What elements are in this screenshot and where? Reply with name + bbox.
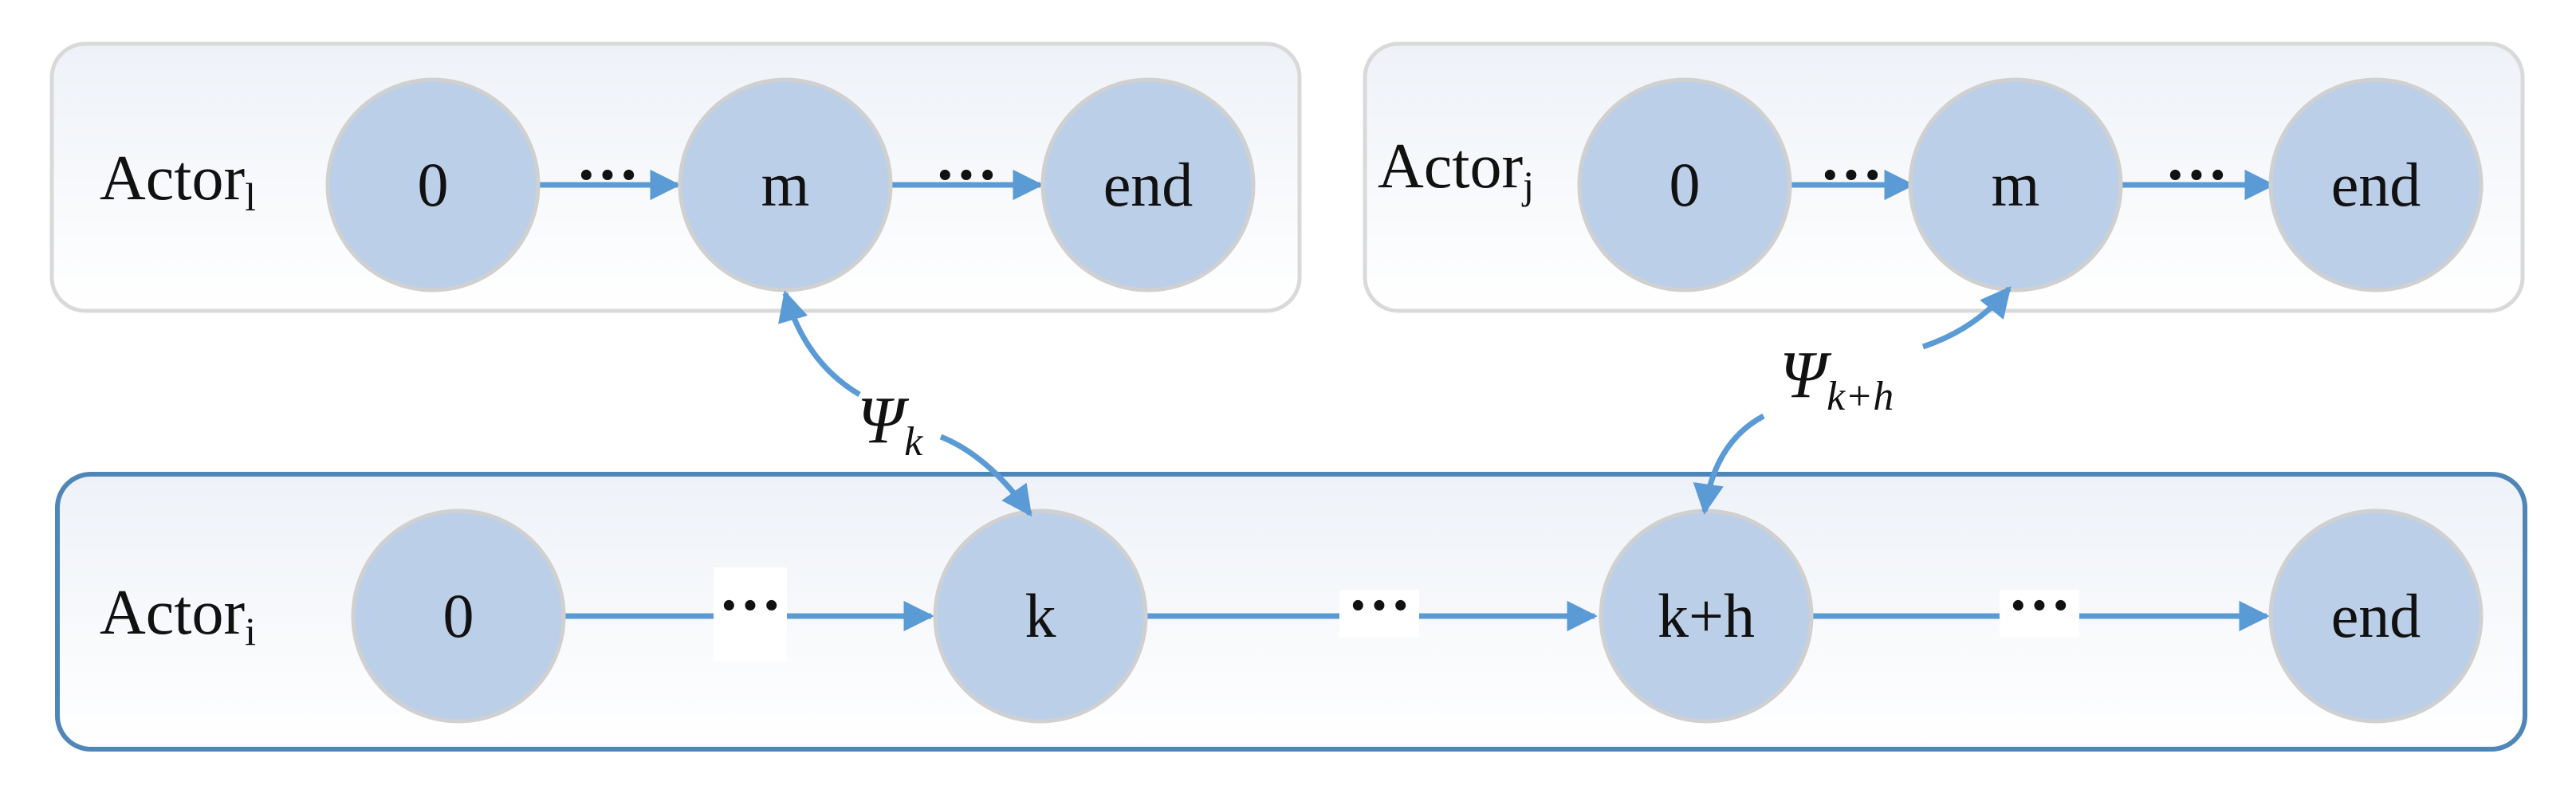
actor-i-subscript: i bbox=[245, 609, 256, 654]
actor-i-panel: Actori ··· ··· ··· 0 k k+h end bbox=[55, 472, 2527, 752]
actor-j-name: Actor bbox=[1378, 132, 1523, 202]
psi-symbol: Ψ bbox=[857, 383, 910, 457]
link-psi-kh-label: Ψk+h bbox=[1780, 338, 1894, 419]
actor-j-panel: Actorj ··· ··· 0 m end bbox=[1363, 41, 2525, 313]
actor-l-node-end: end bbox=[1040, 77, 1256, 292]
psi-subscript: k+h bbox=[1827, 374, 1894, 419]
actor-l-label: Actorl bbox=[100, 143, 256, 219]
node-circle bbox=[351, 508, 566, 724]
node-label: end bbox=[1103, 150, 1194, 219]
actor-j-subscript: j bbox=[1521, 163, 1534, 207]
node-label: end bbox=[2331, 150, 2421, 219]
node-circle bbox=[2268, 77, 2484, 292]
actor-i-ellipsis-2: ··· bbox=[1347, 571, 1411, 641]
actor-l-panel: Actorl ··· ··· 0 m end bbox=[49, 41, 1302, 313]
node-circle bbox=[325, 77, 541, 292]
actor-i-node-end: end bbox=[2268, 508, 2484, 724]
link-psi-k-label: Ψk bbox=[857, 383, 923, 465]
ellipsis-backdrop bbox=[2000, 590, 2079, 638]
node-label: 0 bbox=[1669, 150, 1701, 219]
node-circle bbox=[678, 77, 893, 292]
actor-l-name: Actor bbox=[100, 143, 245, 214]
psi-symbol: Ψ bbox=[1780, 338, 1832, 412]
actor-i-node-0: 0 bbox=[351, 508, 566, 724]
node-label: k+h bbox=[1658, 581, 1755, 650]
node-label: m bbox=[1992, 150, 2040, 219]
actor-j-ellipsis-2: ··· bbox=[2165, 140, 2228, 210]
actor-l-subscript: l bbox=[245, 175, 256, 219]
actor-j-node-m: m bbox=[1908, 77, 2123, 292]
node-label: 0 bbox=[418, 150, 449, 219]
node-label: k bbox=[1025, 581, 1056, 650]
node-circle bbox=[1908, 77, 2123, 292]
link-psi-k: Ψk bbox=[778, 290, 1032, 517]
link-psi-kh-arrow bbox=[1921, 286, 2012, 350]
actor-j-label: Actorj bbox=[1378, 132, 1534, 207]
node-label: m bbox=[761, 150, 810, 219]
actor-i-ellipsis-3: ··· bbox=[2008, 571, 2071, 641]
actor-l-node-m: m bbox=[678, 77, 893, 292]
ellipsis-backdrop bbox=[1339, 590, 1419, 638]
node-circle bbox=[1577, 77, 1792, 292]
actor-l-ellipsis-2: ··· bbox=[934, 140, 998, 210]
actor-j-ellipsis-1: ··· bbox=[1819, 140, 1883, 210]
link-psi-kh: Ψk+h bbox=[1693, 286, 2012, 515]
actor-l-node-0: 0 bbox=[325, 77, 541, 292]
node-label: 0 bbox=[443, 581, 474, 650]
psi-subscript: k bbox=[904, 419, 923, 465]
actor-i-node-k: k bbox=[933, 508, 1148, 724]
actor-i-node-kh: k+h bbox=[1599, 508, 1814, 724]
node-circle bbox=[933, 508, 1148, 724]
link-psi-k-arrow bbox=[939, 434, 1032, 517]
node-circle bbox=[1040, 77, 1256, 292]
link-psi-k-arrow bbox=[778, 290, 861, 398]
ellipsis-backdrop bbox=[714, 567, 787, 662]
actor-i-panel-frame bbox=[55, 472, 2527, 752]
node-label: end bbox=[2331, 581, 2421, 650]
link-psi-kh-arrow bbox=[1693, 413, 1765, 515]
actor-l-ellipsis-1: ··· bbox=[576, 140, 639, 210]
actor-j-node-end: end bbox=[2268, 77, 2484, 292]
node-circle bbox=[2268, 508, 2484, 724]
actor-i-ellipsis-1: ··· bbox=[718, 571, 782, 641]
actor-j-node-0: 0 bbox=[1577, 77, 1792, 292]
actor-i-name: Actor bbox=[100, 578, 245, 648]
actor-i-label: Actori bbox=[100, 578, 256, 654]
